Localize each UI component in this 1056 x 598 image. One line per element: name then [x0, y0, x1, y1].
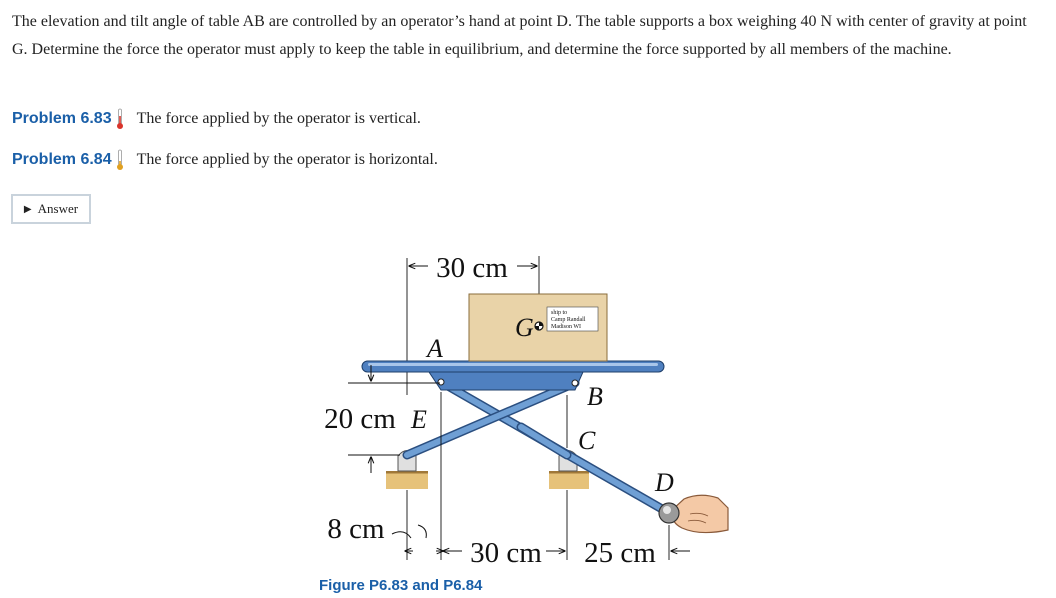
height-dimension: 20 cm — [324, 365, 440, 473]
label-c: C — [578, 426, 596, 455]
dim-bottom-mid-label: 30 cm — [470, 537, 542, 569]
box: ship to Camp Randall Madison WI — [468, 293, 608, 362]
problem-6-83-link[interactable]: Problem 6.83 — [12, 110, 112, 127]
dim-left-offset-label: 8 cm — [327, 513, 385, 545]
top-dimension: 30 cm — [406, 252, 540, 395]
difficulty-thermometer-icon — [116, 108, 123, 129]
operator-hand — [658, 494, 729, 534]
answer-toggle-button[interactable]: ▶ Answer — [11, 194, 91, 224]
table-ab — [361, 360, 665, 391]
dim-top-label: 30 cm — [436, 252, 508, 284]
label-b: B — [587, 382, 603, 411]
problem-6-83: Problem 6.83 The force applied by the op… — [12, 107, 421, 131]
difficulty-thermometer-icon — [116, 149, 123, 170]
svg-text:ship to: ship to — [551, 310, 567, 316]
dim-height-label: 20 cm — [324, 403, 396, 435]
figure-caption: Figure P6.83 and P6.84 — [319, 577, 483, 594]
svg-text:Camp Randall: Camp Randall — [551, 317, 586, 323]
shipping-label — [546, 306, 599, 332]
bottom-dimensions: 30 cm 25 cm 8 cm — [327, 513, 690, 569]
label-g: G — [515, 313, 534, 342]
dim-bottom-right-label: 25 cm — [584, 537, 656, 569]
svg-text:Madison WI: Madison WI — [551, 324, 581, 330]
problem-statement: The elevation and tilt angle of table AB… — [12, 13, 1027, 58]
label-e: E — [410, 405, 427, 434]
answer-label: Answer — [37, 201, 79, 216]
label-d: D — [654, 468, 674, 497]
problem-6-84-link[interactable]: Problem 6.84 — [12, 151, 112, 168]
problem-6-84-text: The force applied by the operator is hor… — [136, 151, 438, 168]
expand-triangle-icon: ▶ — [23, 203, 32, 215]
problem-6-84: Problem 6.84 The force applied by the op… — [12, 148, 438, 172]
label-a: A — [425, 334, 443, 363]
problem-6-83-text: The force applied by the operator is ver… — [136, 110, 421, 127]
